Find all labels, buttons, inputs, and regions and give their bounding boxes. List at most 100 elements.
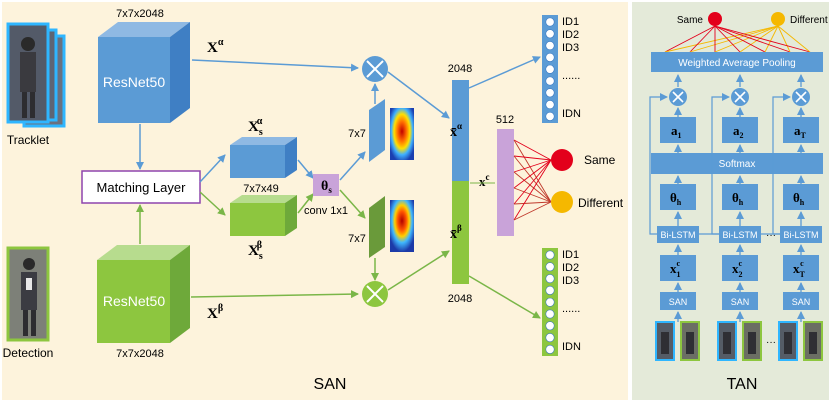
arrow-xs-alpha-to-theta bbox=[297, 159, 314, 179]
arrow-matching-to-xs-alpha bbox=[199, 154, 226, 183]
tan-san-box-2 bbox=[783, 292, 819, 310]
id-top-neuron bbox=[545, 88, 555, 98]
id-bottom-label: ID1 bbox=[562, 249, 579, 261]
x-beta-label: Xβ bbox=[207, 303, 223, 322]
tan-different-link bbox=[689, 25, 779, 53]
tan-san-box-1 bbox=[722, 292, 758, 310]
id-top-neuron bbox=[545, 111, 555, 121]
xbar-beta-label: x̄β bbox=[450, 223, 462, 242]
matching-layer-label: Matching Layer bbox=[97, 180, 187, 195]
xc-different-link bbox=[513, 139, 552, 203]
tan-classifier-links bbox=[664, 25, 811, 53]
xc-same-link bbox=[513, 155, 552, 161]
id-bottom-label: ID3 bbox=[562, 275, 579, 287]
xc-same-link bbox=[513, 159, 552, 205]
arrow-mult-bottom-to-feat bbox=[387, 250, 450, 291]
tan-x-box-0 bbox=[660, 255, 696, 281]
matching-layer-box bbox=[81, 170, 201, 204]
tan-same-label: Same bbox=[677, 15, 704, 26]
tan-image-pair-1 bbox=[717, 311, 762, 361]
tan-same-link bbox=[664, 25, 716, 53]
xs-beta-label: Xsβ bbox=[248, 240, 263, 262]
id-bottom-label: ID2 bbox=[562, 262, 579, 274]
resnet-bottom-label: ResNet50 bbox=[103, 293, 165, 309]
tan-bilstm-box-1 bbox=[719, 226, 761, 243]
xbar-alpha-label: x̄α bbox=[450, 121, 462, 140]
san-label: SAN bbox=[314, 376, 347, 393]
heatmap-top bbox=[390, 108, 414, 160]
multiply-bottom bbox=[362, 281, 388, 307]
tan-san-label-0: SAN bbox=[669, 297, 688, 307]
id-bottom-neuron bbox=[545, 297, 555, 307]
xc-label: xc bbox=[479, 172, 490, 189]
arrow-matching-to-xs-beta bbox=[199, 191, 226, 216]
tan-image-pair-0 bbox=[655, 311, 700, 361]
id-top-label: ID2 bbox=[562, 29, 579, 41]
att-top-dims: 7x7 bbox=[348, 128, 366, 140]
id-top-neuron bbox=[545, 41, 555, 51]
tan-pooling-label: Weighted Average Pooling bbox=[678, 58, 796, 69]
tan-a-box-1 bbox=[722, 117, 758, 143]
tan-theta-box-2 bbox=[783, 184, 819, 210]
theta-s-box bbox=[313, 174, 339, 196]
id-top-neuron bbox=[545, 100, 555, 110]
arrow-to-ids-top bbox=[468, 56, 541, 89]
tan-bilstm-box-2 bbox=[780, 226, 822, 243]
tan-same-link bbox=[714, 25, 811, 53]
arrow-to-ids-bottom bbox=[468, 275, 541, 319]
tan-multiply-2 bbox=[792, 88, 810, 106]
same-node bbox=[551, 149, 573, 171]
different-node bbox=[551, 191, 573, 213]
tan-a-box-0 bbox=[660, 117, 696, 143]
xc-different-link bbox=[513, 201, 552, 205]
tan-theta-label-0: θh bbox=[670, 190, 682, 207]
tan-bilstm-label-2: Bi-LSTM bbox=[783, 230, 818, 240]
tracklet-label: Tracklet bbox=[7, 133, 50, 147]
feat-top-dim: 2048 bbox=[448, 63, 472, 75]
x-alpha-label: Xα bbox=[207, 37, 224, 56]
tan-softmax-label: Softmax bbox=[719, 159, 756, 170]
tan-multiply-0 bbox=[669, 88, 687, 106]
feature-bar-alpha bbox=[452, 80, 469, 181]
tan-dots-bilstm: ··· bbox=[766, 230, 776, 241]
id-bottom-neuron bbox=[545, 285, 555, 295]
tan-multiply-1 bbox=[731, 88, 749, 106]
xc-different-link bbox=[513, 171, 552, 203]
tan-softmax-box bbox=[651, 153, 823, 174]
tan-same-link bbox=[689, 25, 716, 53]
arrow-x-alpha bbox=[191, 59, 359, 72]
heatmap-bottom bbox=[390, 200, 414, 252]
attention-map-top bbox=[369, 99, 385, 162]
id-top-neuron bbox=[545, 17, 555, 27]
tan-a-box-2 bbox=[783, 117, 819, 143]
theta-s-label: θs bbox=[321, 179, 332, 195]
tan-different-link bbox=[714, 25, 779, 53]
id-top-label: ...... bbox=[562, 70, 580, 82]
xc-different-link bbox=[513, 155, 552, 203]
id-bottom-neuron bbox=[545, 250, 555, 260]
xc-different-link bbox=[513, 187, 552, 203]
id-bottom-label: IDN bbox=[562, 341, 581, 353]
id-bottom-neuron bbox=[545, 274, 555, 284]
tan-same-link bbox=[714, 25, 766, 53]
tan-x-label-2: xTc bbox=[793, 259, 806, 279]
conv-label: conv 1x1 bbox=[304, 205, 348, 217]
tan-dots-images: ··· bbox=[766, 337, 776, 348]
tan-a-label-0: a1 bbox=[671, 123, 682, 140]
xc-classifier-links bbox=[513, 139, 552, 221]
tan-x-label-1: x2c bbox=[732, 259, 743, 279]
resnet-bottom-cube bbox=[97, 245, 190, 343]
id-top-label: ID3 bbox=[562, 42, 579, 54]
id-top-neuron bbox=[545, 52, 555, 62]
tan-x-label-0: x1c bbox=[670, 259, 681, 279]
xs-alpha-label: Xsα bbox=[248, 116, 263, 138]
id-bottom-neuron bbox=[545, 309, 555, 319]
tan-san-box-0 bbox=[660, 292, 696, 310]
tan-different-node bbox=[771, 12, 785, 26]
feature-bar-beta bbox=[452, 181, 469, 284]
id-top-neuron bbox=[545, 29, 555, 39]
